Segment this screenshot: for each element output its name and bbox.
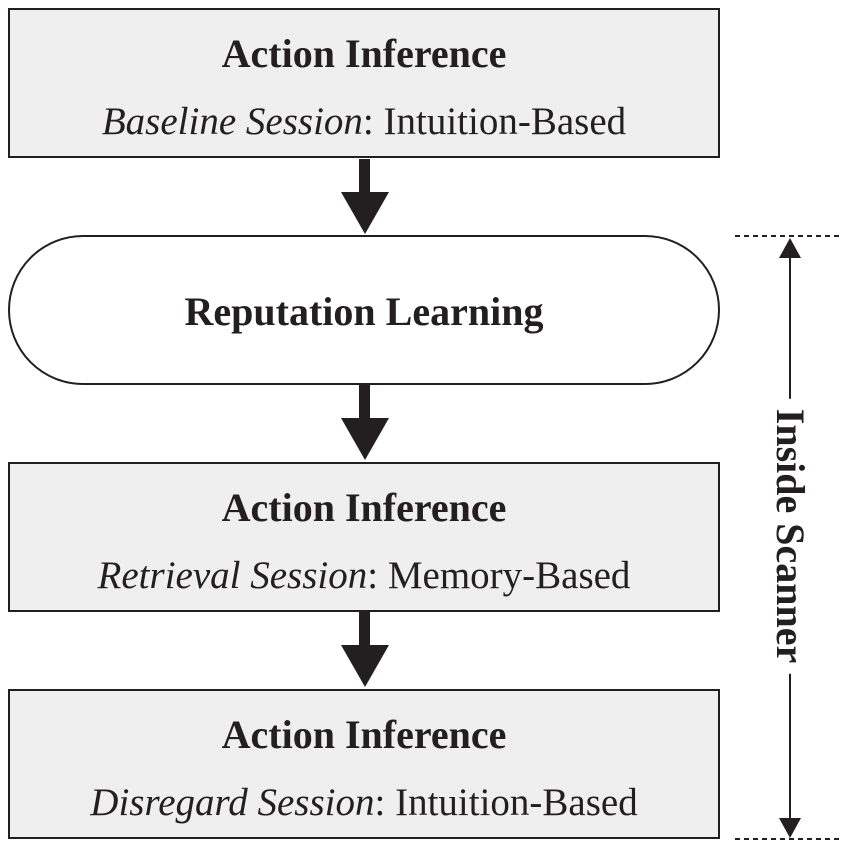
step-title: Action Inference	[221, 485, 507, 530]
step-subtitle: Baseline Session: Intuition-Based	[10, 99, 718, 145]
session-basis: Intuition-Based	[383, 100, 627, 143]
flow-arrow-1	[341, 159, 389, 234]
step-subtitle: Retrieval Session: Memory-Based	[10, 553, 718, 599]
session-name: Retrieval Session	[97, 554, 368, 597]
session-basis: Intuition-Based	[395, 781, 638, 824]
reputation-learning-box: Reputation Learning	[8, 235, 720, 385]
step-subtitle: Disregard Session: Intuition-Based	[10, 780, 718, 826]
separator: :	[367, 554, 388, 597]
step-title: Action Inference	[221, 712, 507, 757]
session-name: Baseline Session	[101, 100, 363, 143]
session-basis: Memory-Based	[387, 554, 631, 597]
baseline-session-box: Action Inference Baseline Session: Intui…	[8, 8, 720, 158]
step-title: Reputation Learning	[184, 289, 544, 334]
disregard-session-box: Action Inference Disregard Session: Intu…	[8, 689, 720, 839]
separator: :	[374, 781, 396, 824]
inside-scanner-text: Inside Scanner	[768, 398, 813, 674]
step-title: Action Inference	[221, 31, 507, 76]
flow-arrow-2	[341, 385, 389, 460]
flow-arrow-3	[341, 612, 389, 687]
session-name: Disregard Session	[90, 781, 375, 824]
retrieval-session-box: Action Inference Retrieval Session: Memo…	[8, 462, 720, 612]
separator: :	[362, 100, 384, 143]
